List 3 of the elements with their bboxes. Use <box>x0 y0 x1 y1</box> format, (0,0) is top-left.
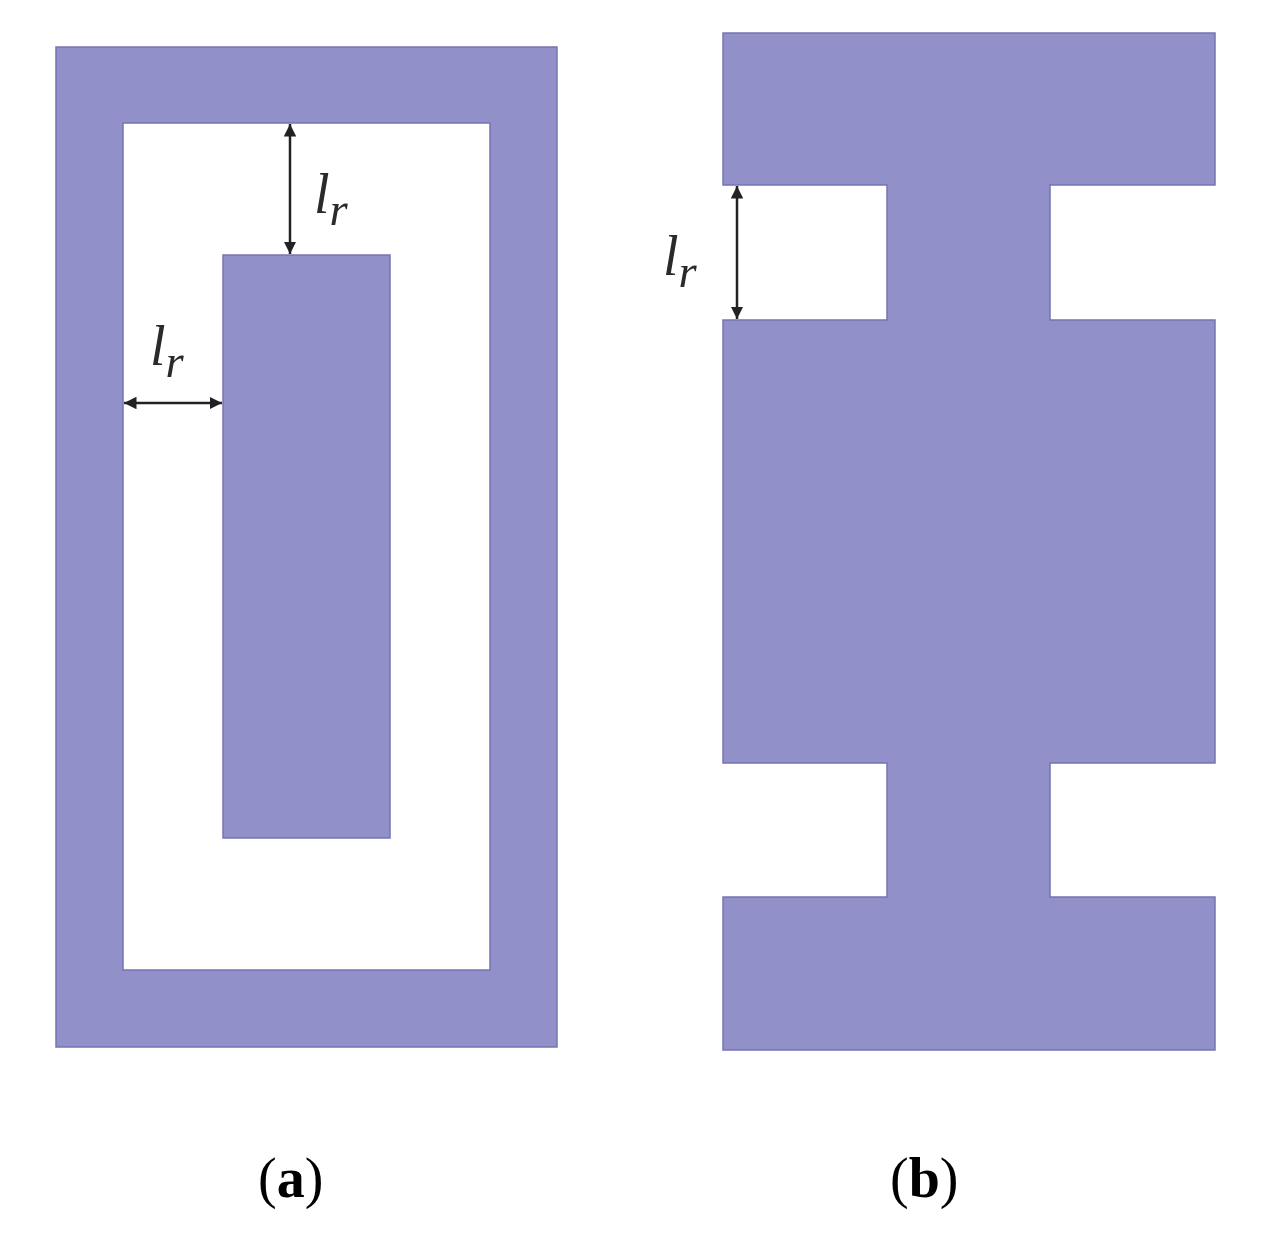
dimension-label: l$_{r}$ <box>150 318 184 385</box>
dimension-label: l$_{r}$ <box>663 228 697 295</box>
dimension-label: l$_{r}$ <box>314 166 348 233</box>
